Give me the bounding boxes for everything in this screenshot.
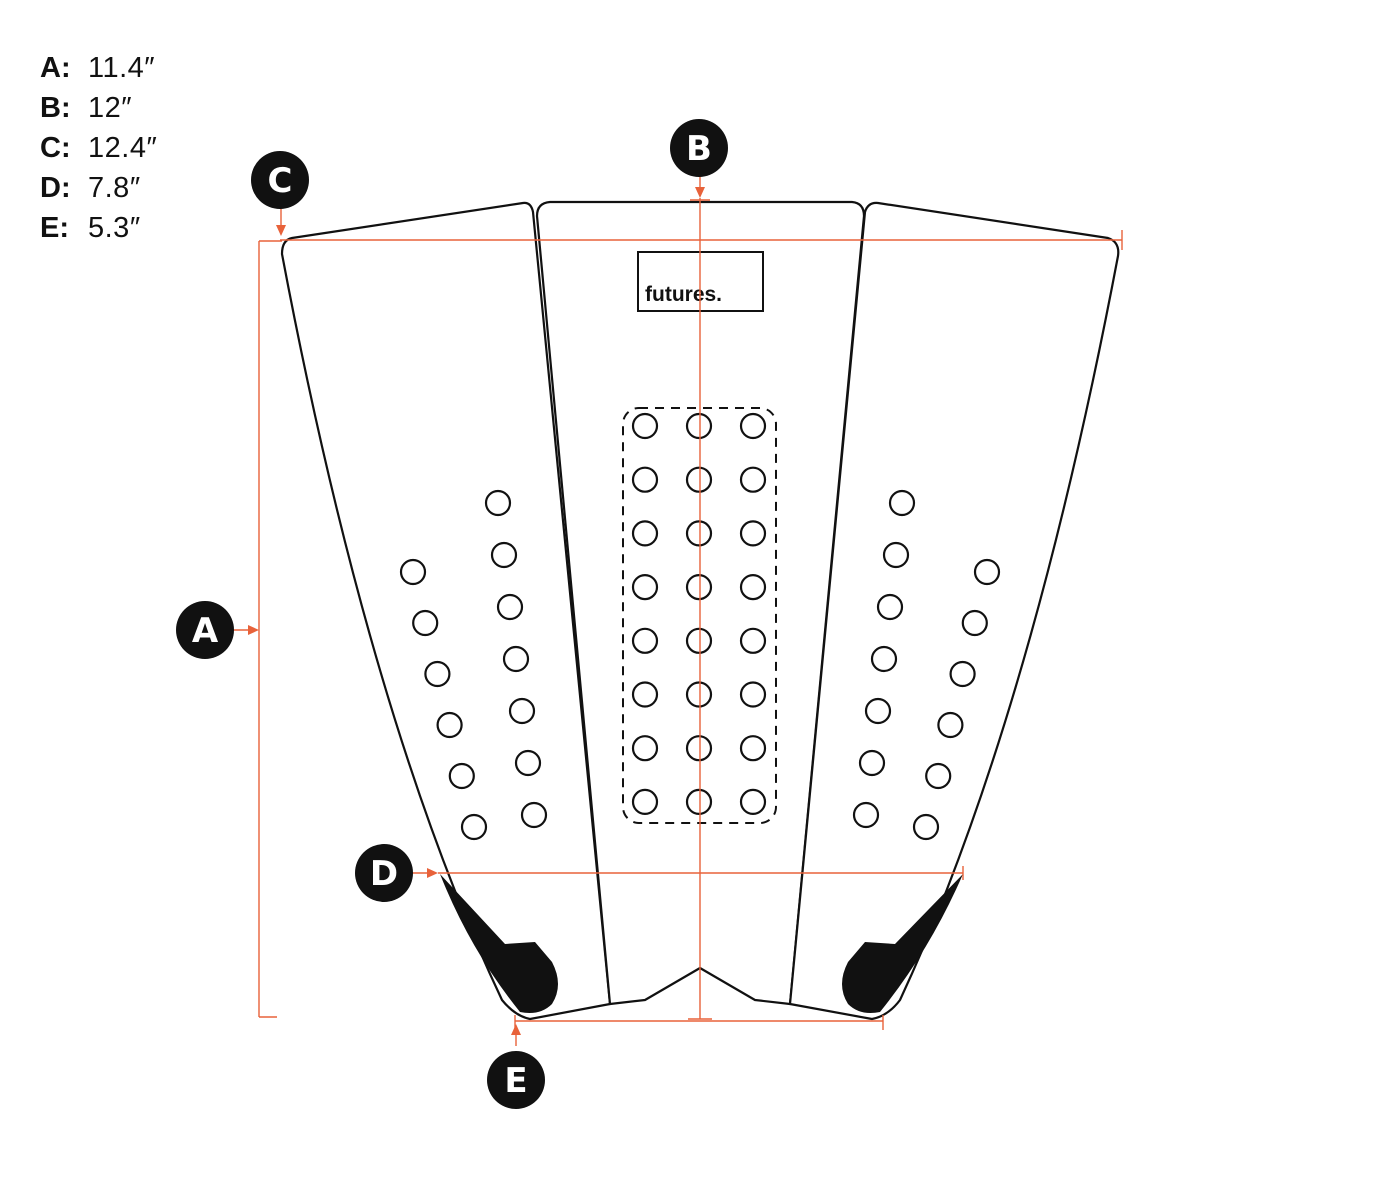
traction-hole — [685, 735, 713, 762]
badge-b: B — [670, 119, 728, 177]
traction-hole — [631, 466, 659, 493]
traction-hole — [514, 749, 542, 777]
traction-hole — [739, 627, 767, 654]
traction-hole — [858, 749, 886, 777]
traction-hole — [685, 627, 713, 654]
traction-hole — [631, 412, 659, 440]
traction-hole — [496, 593, 524, 621]
badge-a: A — [176, 601, 234, 659]
legend-row-c: C: 12.4″ — [40, 128, 157, 168]
traction-hole — [502, 645, 530, 673]
traction-hole — [685, 788, 713, 816]
traction-hole — [912, 813, 940, 841]
traction-hole — [412, 609, 439, 637]
traction-hole — [739, 573, 767, 601]
traction-hole — [685, 466, 713, 493]
traction-hole — [631, 520, 659, 547]
badge-a-label: A — [192, 611, 219, 651]
traction-hole — [739, 520, 767, 547]
legend-key: C: — [40, 131, 71, 164]
traction-hole — [685, 412, 713, 440]
traction-hole — [631, 788, 659, 816]
badge-e-label: E — [504, 1061, 527, 1101]
traction-holes — [399, 412, 1001, 841]
badge-e: E — [487, 1051, 545, 1109]
arrow-b-icon — [695, 187, 705, 198]
legend-value: 12.4″ — [88, 131, 158, 164]
legend-row-d: D: 7.8″ — [40, 168, 157, 208]
legend-key: D: — [40, 171, 71, 204]
traction-hole — [973, 558, 1001, 586]
traction-hole — [882, 541, 910, 569]
arrow-c-icon — [276, 225, 286, 236]
badge-c: C — [251, 151, 309, 209]
legend-key: B: — [40, 91, 71, 124]
traction-hole — [739, 735, 767, 762]
badge-c-label: C — [268, 161, 293, 201]
traction-hole — [949, 660, 976, 688]
dimension-legend: A: 11.4″ B: 12″ C: 12.4″ D: 7.8″ E: 5.3″ — [40, 48, 157, 248]
traction-hole — [739, 412, 767, 440]
traction-hole — [685, 520, 713, 547]
traction-hole — [852, 801, 880, 829]
legend-row-a: A: 11.4″ — [40, 48, 157, 88]
legend-row-e: E: 5.3″ — [40, 208, 157, 248]
traction-hole — [739, 681, 767, 708]
traction-hole — [888, 489, 916, 517]
traction-hole — [631, 735, 659, 762]
traction-hole — [631, 681, 659, 708]
brand-logo-text: futures. — [645, 283, 722, 306]
traction-hole — [520, 801, 548, 829]
traction-hole — [484, 489, 512, 517]
traction-hole — [870, 645, 898, 673]
traction-hole — [876, 593, 904, 621]
arrow-d-icon — [427, 868, 438, 878]
badge-d: D — [355, 844, 413, 902]
traction-hole — [631, 627, 659, 654]
badge-d-label: D — [370, 854, 398, 894]
traction-hole — [961, 609, 988, 637]
dimension-arrows — [232, 175, 705, 1046]
legend-value: 11.4″ — [88, 51, 156, 84]
traction-hole — [739, 466, 767, 493]
traction-hole — [685, 573, 713, 601]
badge-b-label: B — [686, 129, 712, 169]
legend-key: E: — [40, 211, 69, 244]
traction-hole — [436, 711, 463, 739]
legend-value: 12″ — [88, 91, 133, 124]
traction-hole — [739, 788, 767, 816]
left-kicker-accent — [440, 874, 558, 1013]
legend-value: 7.8″ — [88, 171, 141, 204]
traction-hole — [925, 762, 952, 790]
legend-value: 5.3″ — [88, 211, 141, 244]
right-kicker-accent — [842, 874, 963, 1013]
legend-key: A: — [40, 51, 71, 84]
traction-hole — [631, 573, 659, 601]
traction-hole — [460, 813, 488, 841]
legend-row-b: B: 12″ — [40, 88, 157, 128]
traction-hole — [508, 697, 536, 725]
dimension-lines — [258, 198, 1123, 1030]
arrow-a-icon — [248, 625, 259, 635]
traction-hole — [399, 558, 427, 586]
traction-hole — [490, 541, 518, 569]
traction-hole — [937, 711, 964, 739]
traction-hole — [685, 681, 713, 708]
traction-hole — [424, 660, 451, 688]
arrow-e-icon — [511, 1024, 521, 1035]
traction-hole — [864, 697, 892, 725]
traction-hole — [448, 762, 475, 790]
